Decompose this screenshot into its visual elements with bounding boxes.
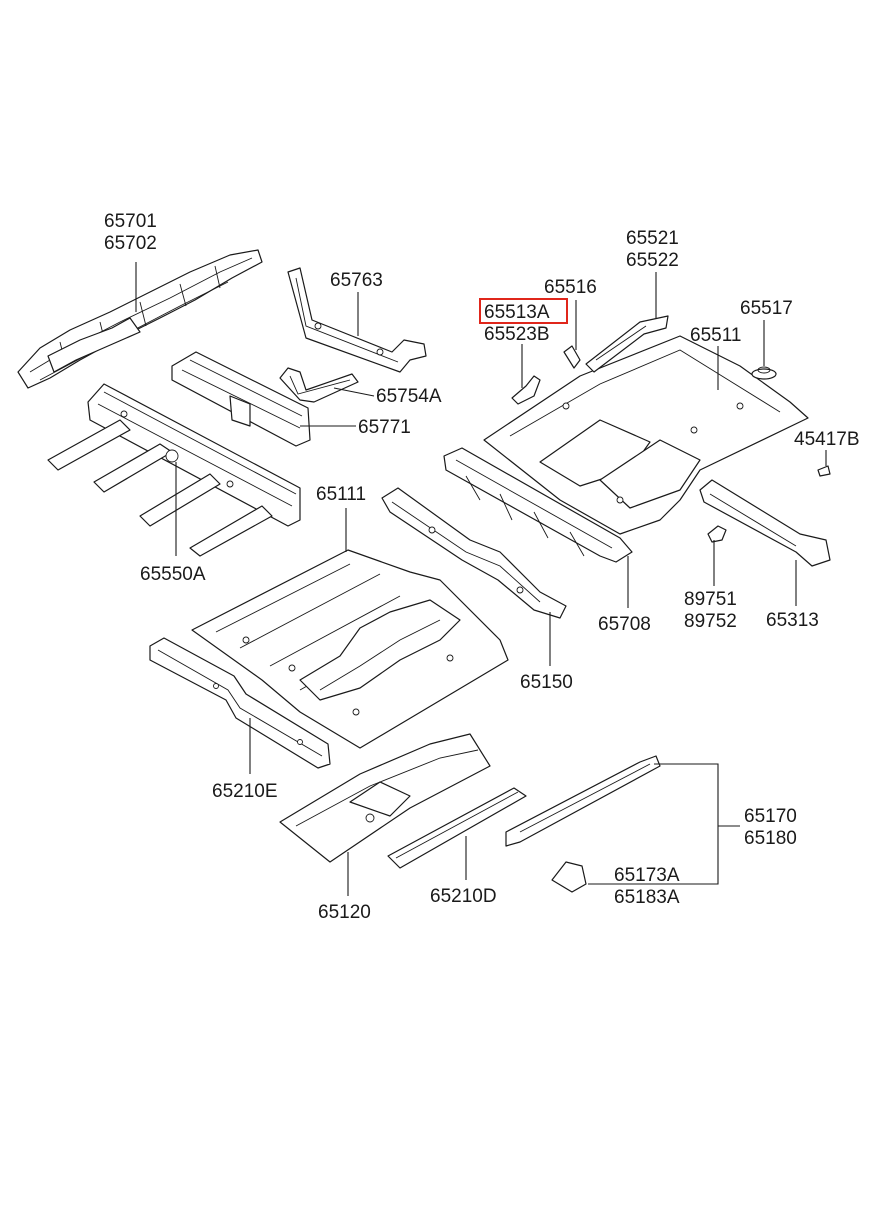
part-rear-floor-side — [585, 315, 669, 373]
label-65513A: 65513A — [484, 302, 550, 323]
part-front-crossmember-65150 — [381, 487, 567, 619]
label-65150: 65150 — [520, 672, 573, 693]
label-65511: 65511 — [690, 325, 741, 346]
part-rear-side-member — [17, 249, 263, 389]
label-65517: 65517 — [740, 298, 793, 319]
leader-lines — [135, 262, 827, 896]
label-89751: 89751 — [684, 589, 737, 610]
label-65516: 65516 — [544, 277, 597, 298]
part-clip-45417B — [817, 465, 831, 477]
part-rear-crossmember-65550A — [47, 383, 301, 557]
part-bracket-65173A — [551, 861, 587, 893]
label-65523B: 65523B — [484, 324, 550, 345]
label-65702: 65702 — [104, 233, 157, 254]
label-65173A: 65173A — [614, 865, 680, 886]
part-bracket-89751 — [707, 525, 727, 543]
label-65708: 65708 — [598, 614, 651, 635]
label-65771: 65771 — [358, 417, 411, 438]
label-65763: 65763 — [330, 270, 383, 291]
highlight-box-65513A — [479, 298, 568, 324]
label-45417B: 45417B — [794, 429, 860, 450]
part-side-sill-65210D — [387, 787, 527, 869]
label-65754A: 65754A — [376, 386, 442, 407]
part-rear-floor-panel — [483, 335, 809, 535]
label-65120: 65120 — [318, 902, 371, 923]
part-tunnel-brace — [287, 267, 427, 373]
label-65210D: 65210D — [430, 886, 497, 907]
part-crossmember-65771 — [171, 351, 311, 447]
part-tunnel-panel-65120 — [279, 733, 491, 863]
label-65313: 65313 — [766, 610, 819, 631]
label-89752: 89752 — [684, 611, 737, 632]
part-side-member-65313 — [699, 479, 831, 567]
label-65550A: 65550A — [140, 564, 206, 585]
label-65111: 65111 — [316, 484, 366, 505]
part-reinforcement-65708 — [443, 447, 633, 563]
part-plug-65517 — [751, 366, 777, 380]
label-65180: 65180 — [744, 828, 797, 849]
part-bracket-65523B — [511, 375, 541, 405]
label-65522: 65522 — [626, 250, 679, 271]
label-65183A: 65183A — [614, 887, 680, 908]
label-65521: 65521 — [626, 228, 679, 249]
callout-labels: 65701 65702 65763 65754A 65771 65550A 65… — [104, 211, 860, 923]
label-65170: 65170 — [744, 806, 797, 827]
label-65210E: 65210E — [212, 781, 278, 802]
part-front-floor-panel — [191, 549, 509, 749]
part-bracket-65516 — [563, 345, 581, 369]
part-sill-reinforcement — [505, 755, 661, 847]
part-side-sill-65210E — [149, 637, 331, 769]
label-65701: 65701 — [104, 211, 157, 232]
part-bracket-65754A — [279, 367, 359, 403]
